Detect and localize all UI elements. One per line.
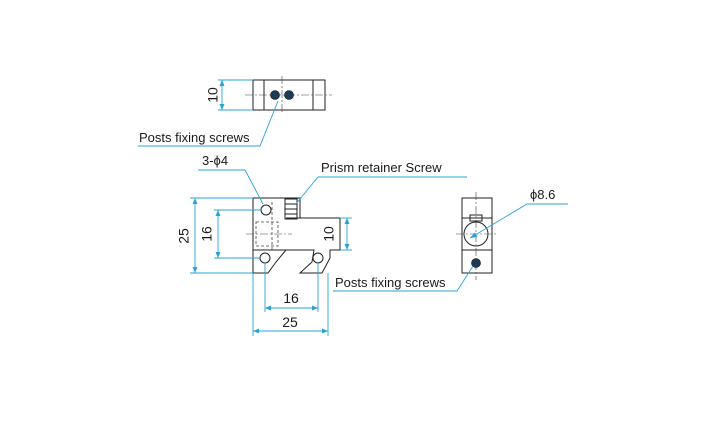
label-diameter: ϕ8.6: [530, 187, 555, 202]
front-view: 25 16 10 16 25 3-ϕ4 Prism reta: [176, 153, 467, 336]
dim-text-top-height: 10: [205, 87, 221, 103]
arrow-icon: [322, 328, 328, 334]
arrow-icon: [215, 252, 221, 258]
leader-prism-retainer: [294, 176, 467, 206]
screw-icon: [284, 90, 294, 100]
arrow-icon: [192, 198, 198, 204]
arrow-icon: [312, 305, 318, 311]
arrow-icon: [344, 218, 350, 224]
side-view: ϕ8.6 Posts fixing screws: [333, 187, 568, 292]
label-posts-fixing-side: Posts fixing screws: [335, 275, 446, 290]
arrow-icon: [344, 244, 350, 250]
label-prism-retainer: Prism retainer Screw: [321, 160, 442, 175]
leader-posts-fixing-side: [333, 265, 474, 292]
dim-text-front-height-right: 10: [321, 226, 337, 242]
prism-screw-icon: [469, 214, 483, 222]
dim-text-front-width-outer: 25: [282, 314, 298, 330]
top-view: 10 Posts fixing screws: [138, 76, 332, 147]
leader-posts-fixing-top: [138, 100, 279, 147]
dim-text-front-height-inner: 16: [199, 226, 215, 242]
leader-diameter: [469, 203, 568, 239]
dim-text-front-width-inner: 16: [283, 290, 299, 306]
arrow-icon: [219, 104, 225, 110]
screw-icon: [270, 90, 280, 100]
arrow-icon: [192, 267, 198, 273]
arrow-icon: [215, 210, 221, 216]
label-holes: 3-ϕ4: [202, 153, 228, 168]
screw-icon: [471, 258, 481, 268]
arrow-icon: [219, 80, 225, 86]
dim-text-front-height-outer: 25: [176, 228, 192, 244]
arrow-icon: [470, 232, 478, 238]
arrow-icon: [253, 328, 259, 334]
arrow-icon: [265, 305, 271, 311]
label-posts-fixing-top: Posts fixing screws: [139, 130, 250, 145]
leader-holes: [198, 169, 264, 205]
